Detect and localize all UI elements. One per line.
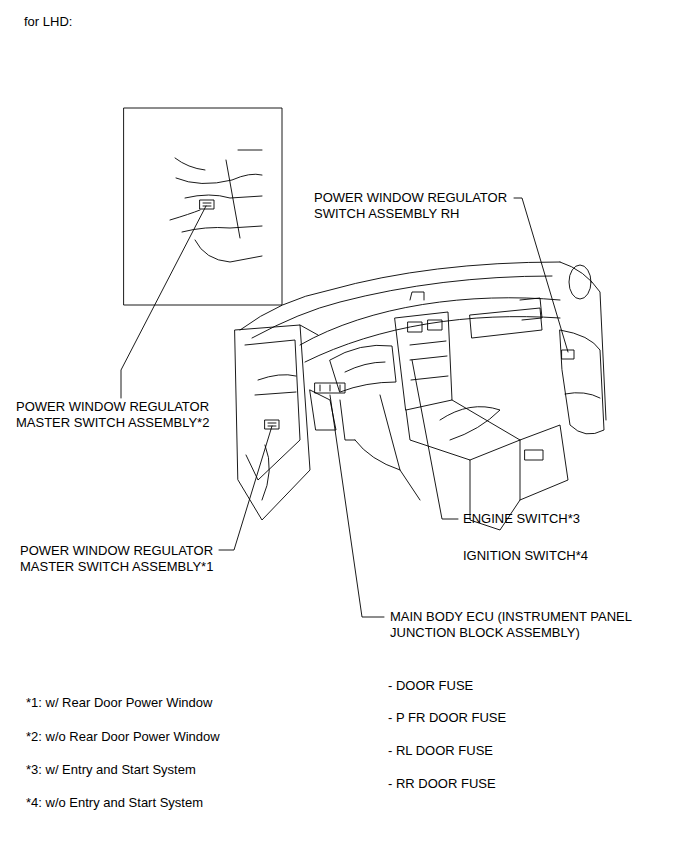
- inset-door-trim: [170, 150, 262, 262]
- fuse-name: - P FR DOOR FUSE: [388, 710, 506, 726]
- fuse-name: - RL DOOR FUSE: [388, 743, 493, 759]
- footnote: *1: w/ Rear Door Power Window: [26, 695, 212, 711]
- part-name: ENGINE SWITCH*3: [463, 511, 580, 527]
- part-name: POWER WINDOW REGULATOR SWITCH ASSEMBLY R…: [314, 190, 539, 222]
- part-name: MAIN BODY ECU (INSTRUMENT PANEL JUNCTION…: [390, 609, 652, 641]
- footnote: *2: w/o Rear Door Power Window: [26, 729, 220, 745]
- footnote: *3: w/ Entry and Start System: [26, 762, 196, 778]
- footnote: *4: w/o Entry and Start System: [26, 795, 203, 811]
- part-name: POWER WINDOW REGULATOR MASTER SWITCH ASS…: [20, 543, 245, 575]
- part-name: IGNITION SWITCH*4: [463, 548, 588, 564]
- car-interior: [235, 262, 606, 530]
- fuse-name: - DOOR FUSE: [388, 678, 473, 694]
- fuse-name: - RR DOOR FUSE: [388, 776, 496, 792]
- page-heading: for LHD:: [24, 14, 72, 30]
- inset-frame: [124, 108, 282, 305]
- part-name: POWER WINDOW REGULATOR MASTER SWITCH ASS…: [16, 399, 241, 431]
